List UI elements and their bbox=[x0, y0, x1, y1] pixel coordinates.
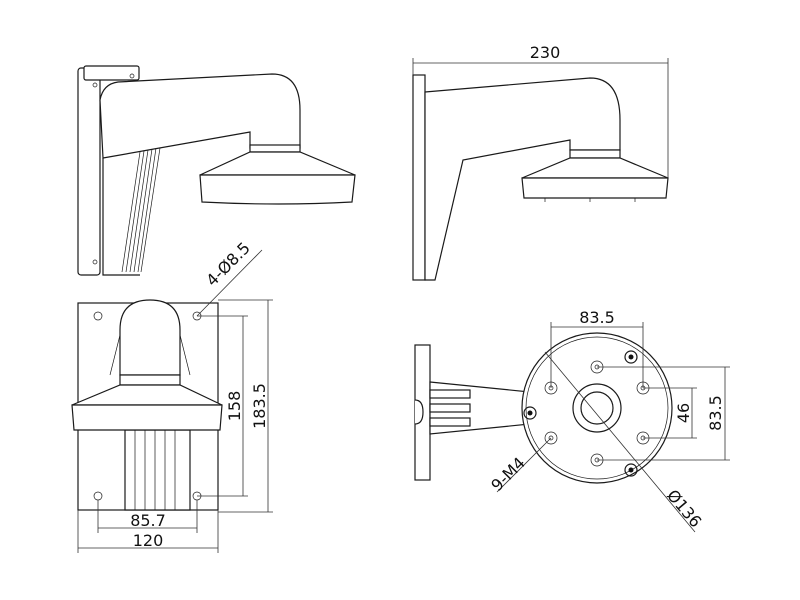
hole-horizontal-spacing-label: 85.7 bbox=[130, 511, 166, 530]
plate-width-label: 120 bbox=[133, 531, 164, 550]
side-view: 230 bbox=[412, 43, 669, 281]
width-dimension-label: 230 bbox=[530, 43, 561, 62]
hole-diameter-label: 4-Ø8.5 bbox=[202, 238, 254, 290]
isometric-view bbox=[77, 65, 356, 276]
back-view: 158 183.5 85.7 120 4-Ø8.5 bbox=[71, 238, 273, 553]
thread-label: 9-M4 bbox=[487, 453, 529, 495]
hole-spacing-top-label: 83.5 bbox=[579, 308, 615, 327]
bottom-view: 83.5 46 83.5 9-M4 Ø136 bbox=[414, 308, 730, 533]
outer-hole-spacing-label: 83.5 bbox=[706, 395, 725, 431]
diameter-label: Ø136 bbox=[663, 486, 705, 531]
plate-height-label: 183.5 bbox=[250, 383, 269, 429]
inner-hole-spacing-label: 46 bbox=[674, 403, 693, 423]
hole-vertical-spacing-label: 158 bbox=[225, 391, 244, 422]
